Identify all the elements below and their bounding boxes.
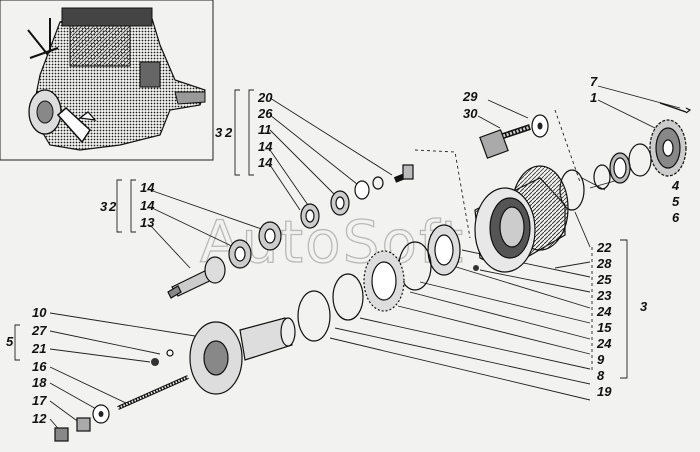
group-lower-5: 5	[6, 334, 14, 349]
callout-14-upper-2: 14	[258, 155, 273, 170]
gear	[649, 119, 687, 177]
group-upper-2: 2	[224, 125, 233, 140]
callout-15: 15	[597, 320, 612, 335]
callout-14-mid-2: 14	[140, 198, 155, 213]
stud-16	[117, 375, 189, 410]
callout-28: 28	[596, 256, 612, 271]
callout-9: 9	[597, 352, 605, 367]
callout-25: 25	[596, 272, 612, 287]
callout-29: 29	[462, 89, 478, 104]
callout-17: 17	[32, 393, 47, 408]
engine-inset	[0, 0, 214, 161]
group-brackets	[14, 89, 628, 379]
callout-24-b: 24	[596, 336, 612, 351]
bearing-right	[363, 224, 461, 312]
callout-4: 4	[671, 178, 680, 193]
group-mid-2: 2	[108, 199, 117, 214]
callout-23: 23	[596, 288, 612, 303]
plug-23	[473, 265, 479, 271]
callout-7: 7	[590, 74, 598, 89]
snap-rings	[297, 273, 364, 342]
callout-18: 18	[32, 375, 47, 390]
callout-labels: 7 1 29 30 20 26 11 14 14 3 2 14 14 13 3 …	[6, 74, 680, 426]
upper-bearings	[300, 164, 414, 229]
callout-16: 16	[32, 359, 47, 374]
mid-bearings	[228, 221, 282, 269]
callout-3-right: 3	[640, 299, 648, 314]
callout-21: 21	[31, 341, 46, 356]
flange-shaft	[189, 317, 296, 395]
callout-6: 6	[672, 210, 680, 225]
callout-22: 22	[596, 240, 612, 255]
callout-11: 11	[258, 122, 272, 137]
group-upper-3: 3	[215, 125, 223, 140]
cotter-pin	[659, 102, 692, 114]
callout-26: 26	[257, 106, 273, 121]
callout-19: 19	[597, 384, 612, 399]
callout-8: 8	[597, 368, 605, 383]
callout-20: 20	[257, 90, 273, 105]
callout-24-a: 24	[596, 304, 612, 319]
small-fasteners	[54, 349, 174, 442]
bolt-30	[479, 124, 531, 159]
callout-30: 30	[463, 106, 478, 121]
callout-13: 13	[140, 215, 155, 230]
callout-1: 1	[590, 90, 597, 105]
engine-illustration	[27, 7, 206, 151]
callout-27: 27	[31, 323, 47, 338]
pulley-hub	[474, 165, 569, 273]
washer-29	[531, 114, 549, 138]
axle-13	[167, 256, 226, 299]
ring-seals	[559, 143, 652, 211]
callout-5: 5	[672, 194, 680, 209]
leader-lines	[49, 85, 681, 434]
callout-10: 10	[32, 305, 47, 320]
callout-12: 12	[32, 411, 47, 426]
group-mid-3: 3	[100, 199, 108, 214]
callout-14-mid: 14	[140, 180, 155, 195]
callout-14-upper: 14	[258, 139, 273, 154]
